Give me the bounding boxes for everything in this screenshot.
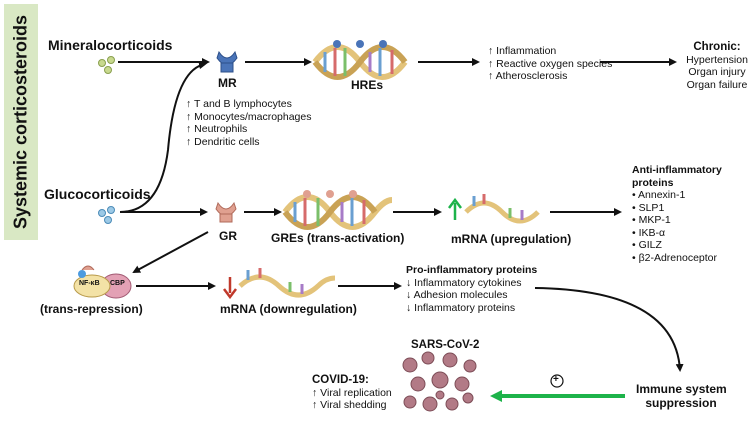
mrna-down-label: mRNA (downregulation) xyxy=(220,302,357,316)
upregulation-arrow-head xyxy=(448,197,462,209)
nfkb-label: NF-κB xyxy=(79,280,100,287)
chronic-item: Organ injury xyxy=(688,66,746,78)
immune-suppression-line-1: Immune system xyxy=(636,382,727,396)
dna-hres-icon xyxy=(312,40,408,80)
sidebar-title-panel: Systemic corticosteroids xyxy=(4,4,38,240)
anti-inflammatory-title-2: proteins xyxy=(632,176,674,189)
plus-sign: + xyxy=(553,374,559,385)
dna-gres-icon xyxy=(282,190,393,230)
immune-cell-item: ↑ T and B lymphocytes xyxy=(186,98,292,110)
mr-receptor-icon xyxy=(216,50,238,73)
mrna-down-icon xyxy=(238,268,336,298)
mr-effect-item: ↑ Reactive oxygen species xyxy=(488,57,613,70)
downregulation-arrow-head xyxy=(223,288,237,300)
immune-cell-item: ↑ Neutrophils xyxy=(186,123,248,135)
arrow-pro-to-immune xyxy=(534,287,684,372)
gr-label: GR xyxy=(219,229,237,243)
trans-repression-label: (trans-repression) xyxy=(40,302,143,316)
mineralocorticoid-molecules xyxy=(98,56,115,74)
immune-suppression-label: Immune system suppression xyxy=(636,382,727,410)
pro-inflammatory-item: ↓ Inflammatory cytokines xyxy=(406,276,522,289)
glucocorticoids-label: Glucocorticoids xyxy=(44,186,151,202)
mr-effects-list: ↑ Inflammation ↑ Reactive oxygen species… xyxy=(488,45,612,83)
immune-cell-item: ↑ Monocytes/macrophages xyxy=(186,110,312,123)
mrna-up-label: mRNA (upregulation) xyxy=(451,232,572,246)
sars-cov-2-virus-icon xyxy=(402,351,477,412)
immune-suppression-line-2: suppression xyxy=(645,396,717,410)
pro-inflammatory-item: ↓ Adhesion molecules xyxy=(406,289,508,301)
immune-cells-list: ↑ T and B lymphocytes ↑ Monocytes/macrop… xyxy=(186,98,311,148)
plus-circle-icon xyxy=(550,374,564,388)
pro-inflammatory-box: Pro-inflammatory proteins ↓ Inflammatory… xyxy=(406,264,537,314)
anti-inflammatory-item: • IKB-α xyxy=(632,226,666,239)
anti-inflammatory-item: • Annexin-1 xyxy=(632,189,686,201)
covid-item: ↑ Viral shedding xyxy=(312,399,387,411)
mrna-up-icon xyxy=(464,194,540,224)
immune-cell-item: ↑ Dendritic cells xyxy=(186,135,260,148)
anti-inflammatory-item: • MKP-1 xyxy=(632,214,671,226)
hres-label: HREs xyxy=(351,78,384,92)
chronic-box: Chronic: Hypertension Organ injury Organ… xyxy=(684,41,750,91)
chronic-item: Organ failure xyxy=(686,78,748,91)
chronic-title: Chronic: xyxy=(693,41,741,53)
anti-inflammatory-title-1: Anti-inflammatory xyxy=(632,164,722,176)
sars-cov-2-label: SARS-CoV-2 xyxy=(411,339,480,351)
cbp-label: CBP xyxy=(110,280,125,287)
glucocorticoid-molecules xyxy=(98,206,115,224)
nfkb-cbp-complex-icon xyxy=(73,265,132,299)
chronic-item: Hypertension xyxy=(686,53,748,66)
covid-box: COVID-19: ↑ Viral replication ↑ Viral sh… xyxy=(312,374,392,412)
anti-inflammatory-item: • GILZ xyxy=(632,239,662,251)
pro-inflammatory-title: Pro-inflammatory proteins xyxy=(406,264,538,276)
arrow-gluco-to-mr xyxy=(119,61,207,213)
mineralocorticoids-label: Mineralocorticoids xyxy=(48,37,173,53)
mr-effect-item: ↑ Inflammation xyxy=(488,45,557,57)
anti-inflammatory-item: • SLP1 xyxy=(632,201,665,214)
mr-effect-item: ↑ Atherosclerosis xyxy=(488,70,568,82)
mr-label: MR xyxy=(218,76,237,90)
covid-item: ↑ Viral replication xyxy=(312,386,392,399)
arrow-gr-to-transrepression xyxy=(132,231,209,273)
pro-inflammatory-item: ↓ Inflammatory proteins xyxy=(406,301,516,314)
anti-inflammatory-box: Anti-inflammatory proteins • Annexin-1 •… xyxy=(632,164,722,264)
sidebar-title: Systemic corticosteroids xyxy=(10,14,31,230)
covid-title: COVID-19: xyxy=(312,374,369,386)
gr-receptor-icon xyxy=(215,201,237,223)
gres-label: GREs (trans-activation) xyxy=(271,231,405,245)
anti-inflammatory-item: • β2-Adrenoceptor xyxy=(632,251,718,264)
